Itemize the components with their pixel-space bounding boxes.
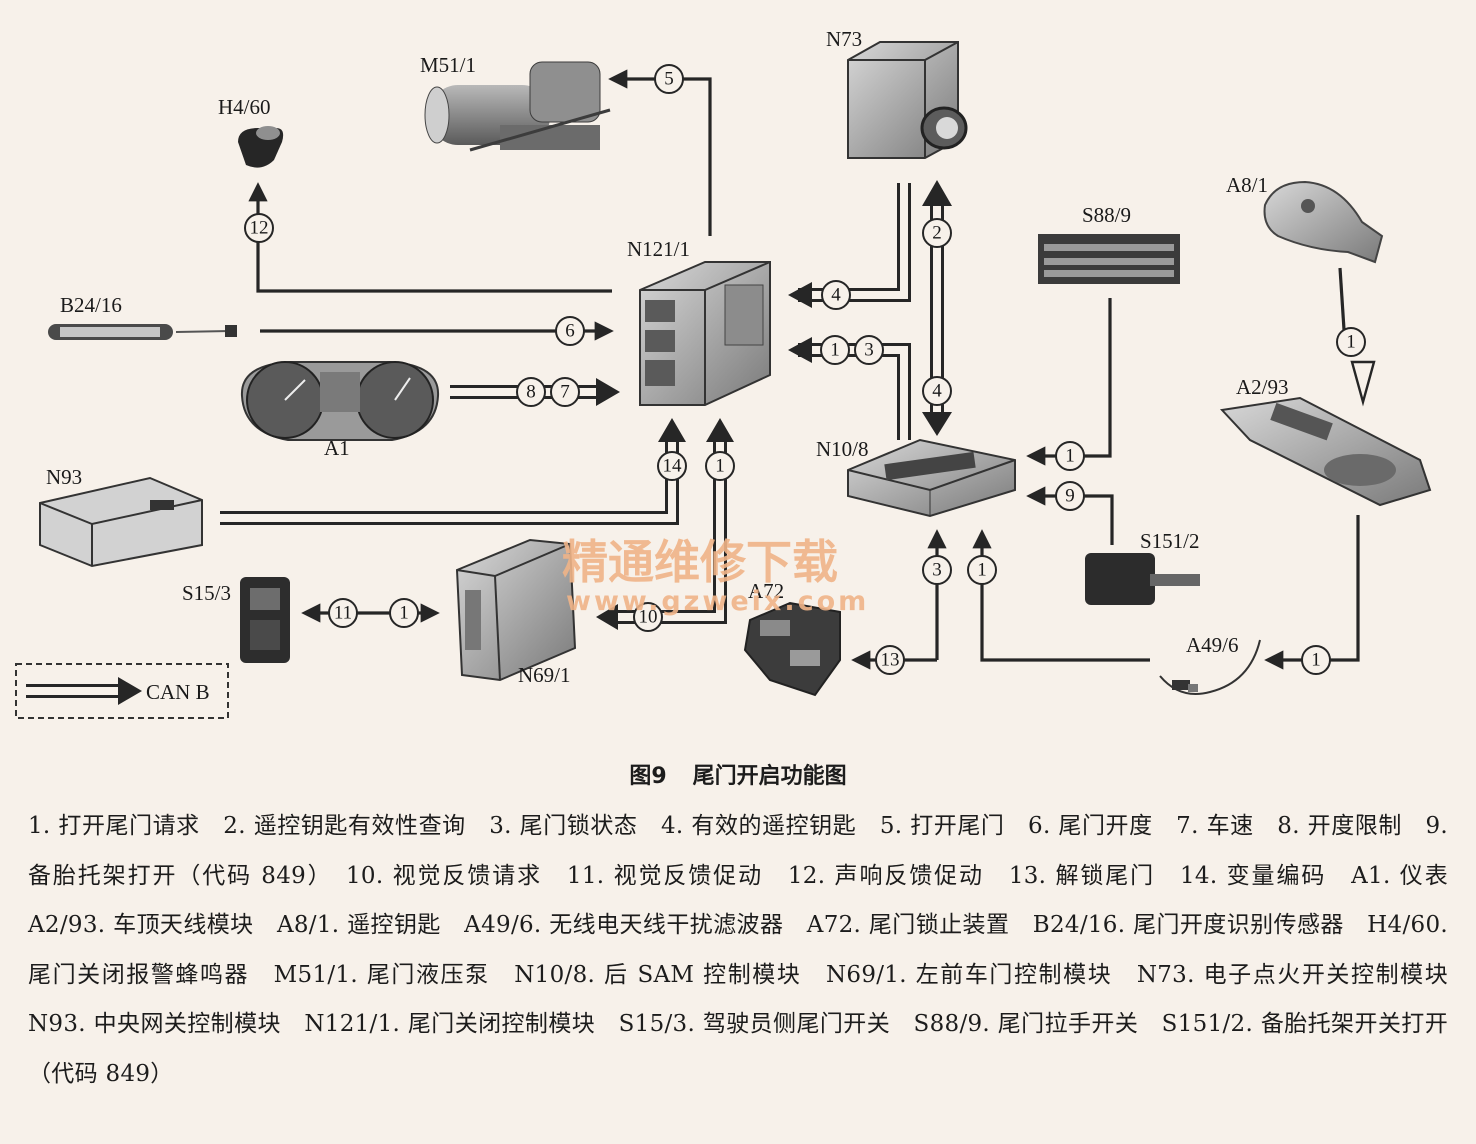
watermark-text: 精通维修下载 (562, 535, 838, 589)
svg-text:13: 13 (881, 650, 900, 671)
svg-text:4: 4 (831, 285, 841, 306)
svg-text:5: 5 (664, 69, 674, 90)
pump-m51-1 (424, 61, 611, 152)
tailgate-lock-a72 (743, 601, 841, 697)
signal-marker-4: 4 (922, 376, 952, 406)
label-b24-16: B24/16 (60, 293, 122, 317)
interference-filter-a49-6 (1159, 639, 1261, 695)
signal-marker-1: 1 (389, 598, 419, 628)
svg-text:8: 8 (526, 382, 536, 403)
signal-marker-3: 3 (922, 555, 952, 585)
signal-lines (248, 69, 1360, 670)
signal-marker-1: 1 (1336, 327, 1366, 357)
central-gateway-n93 (39, 476, 203, 568)
label-a49-6: A49/6 (1186, 633, 1239, 657)
label-n121-1: N121/1 (627, 237, 690, 261)
svg-text:1: 1 (977, 560, 987, 581)
function-diagram: M51/1 N73 H4/60 N121/1 S88/9 A8/1 (15, 27, 1432, 719)
spare-wheel-switch-s151-2 (1085, 553, 1200, 605)
can-legend-box (15, 663, 229, 719)
label-a1: A1 (324, 436, 350, 460)
signal-marker-7: 7 (550, 377, 580, 407)
signal-marker-8: 8 (516, 377, 546, 407)
signal-marker-2: 2 (922, 218, 952, 248)
label-n10-8: N10/8 (816, 437, 869, 461)
signal-marker-13: 13 (875, 645, 905, 675)
label-a8-1: A8/1 (1226, 173, 1268, 197)
svg-text:1: 1 (830, 340, 840, 361)
legend-description: 1. 打开尾门请求 2. 遥控钥匙有效性查询 3. 尾门锁状态 4. 有效的遥控… (28, 813, 1472, 1087)
signal-marker-1: 1 (1301, 645, 1331, 675)
svg-text:7: 7 (560, 382, 570, 403)
ignition-module-n73 (847, 41, 968, 159)
signal-marker-4: 4 (821, 280, 851, 310)
watermark-url: www.gzweix.com (566, 586, 869, 617)
svg-text:11: 11 (334, 603, 352, 624)
svg-text:2: 2 (932, 223, 942, 244)
opening-sensor-b24-16 (48, 324, 237, 340)
label-n93: N93 (46, 465, 82, 489)
svg-text:1: 1 (1346, 332, 1356, 353)
label-s15-3: S15/3 (182, 581, 231, 605)
label-s88-9: S88/9 (1082, 203, 1131, 227)
svg-text:1: 1 (399, 603, 409, 624)
label-a72: A72 (748, 579, 784, 603)
svg-text:1: 1 (715, 456, 725, 477)
svg-text:12: 12 (250, 218, 269, 239)
signal-marker-1: 1 (705, 451, 735, 481)
remote-key-a8-1 (1263, 180, 1384, 264)
door-control-module-n69-1 (455, 538, 577, 682)
signal-marker-5: 5 (654, 64, 684, 94)
can-legend-label: CAN B (146, 680, 210, 704)
label-h4-60: H4/60 (218, 95, 271, 119)
svg-text:6: 6 (565, 321, 575, 342)
label-a2-93: A2/93 (1236, 375, 1289, 399)
signal-marker-12: 12 (244, 213, 274, 243)
figure-caption: 图9 尾门开启功能图 (0, 758, 1476, 790)
roof-antenna-module-a2-93 (1219, 396, 1432, 507)
svg-text:9: 9 (1065, 486, 1075, 507)
label-s151-2: S151/2 (1140, 529, 1200, 553)
signal-marker-1: 1 (967, 555, 997, 585)
label-n69-1: N69/1 (518, 663, 571, 687)
handle-switch-s88-9 (1038, 234, 1180, 284)
signal-marker-1: 1 (820, 335, 850, 365)
signal-marker-9: 9 (1055, 481, 1085, 511)
signal-markers: 5 12 2 4 6 1 3 1 8 7 4 1 14 1 9 3 1 11 1… (244, 64, 1366, 675)
buzzer-h4-60 (238, 126, 284, 168)
radio-arrowhead (1350, 360, 1376, 407)
signal-marker-6: 6 (555, 316, 585, 346)
signal-marker-3: 3 (854, 335, 884, 365)
svg-text:14: 14 (663, 456, 683, 477)
signal-marker-10: 10 (633, 602, 663, 632)
svg-text:4: 4 (932, 381, 942, 402)
tailgate-control-module-n121-1 (639, 261, 771, 406)
signal-marker-11: 11 (328, 598, 358, 628)
label-n73: N73 (826, 27, 862, 51)
figure-title: 尾门开启功能图 (692, 764, 847, 789)
figure-number: 图9 (629, 764, 667, 789)
svg-text:3: 3 (864, 340, 874, 361)
label-m51-1: M51/1 (420, 53, 476, 77)
svg-text:1: 1 (1311, 650, 1321, 671)
svg-text:1: 1 (1065, 446, 1075, 467)
svg-text:10: 10 (639, 607, 658, 628)
instrument-cluster-a1 (240, 361, 440, 441)
svg-text:3: 3 (932, 560, 942, 581)
can-arrowheads (118, 180, 952, 705)
driver-switch-s15-3 (240, 577, 290, 663)
signal-marker-14: 14 (657, 451, 687, 481)
signal-marker-1: 1 (1055, 441, 1085, 471)
rear-sam-module-n10-8 (847, 438, 1016, 518)
